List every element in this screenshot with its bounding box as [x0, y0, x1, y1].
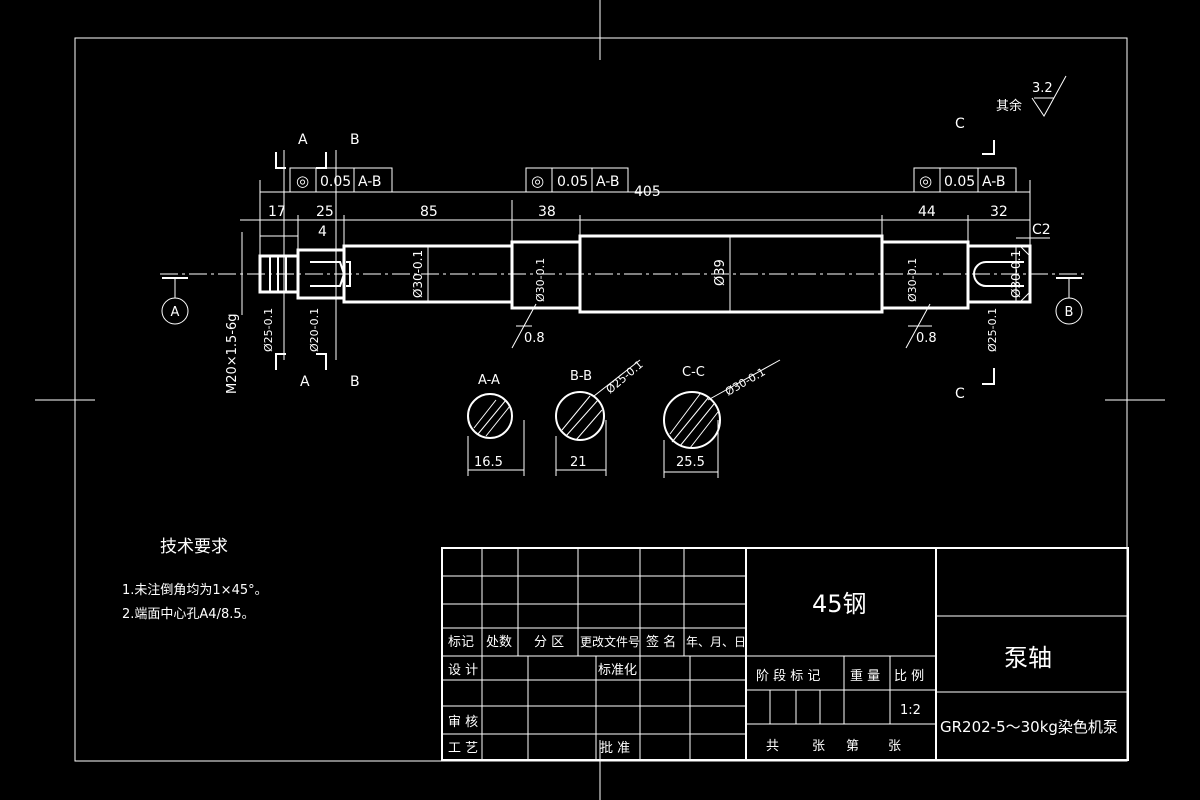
tb-standard: 标准化	[598, 663, 637, 678]
tb-part-name: 泵轴	[1004, 644, 1052, 672]
dim-total: 405	[634, 184, 661, 200]
dim-left-a: Ø25-0.1	[262, 308, 275, 352]
dim-dia30-right: Ø30-0.1	[1009, 250, 1023, 298]
tb-total: 共	[766, 739, 779, 754]
marker-a-bottom: A	[300, 374, 310, 390]
tb-design: 设 计	[448, 663, 478, 678]
tb-approve: 批 准	[600, 741, 630, 756]
dimension-texts: 405 17 25 85 38 44 32 4 C2 Ø30-0.1 Ø39 Ø…	[225, 184, 1051, 394]
section-a-title: A-A	[478, 373, 500, 388]
dim-85: 85	[420, 204, 438, 220]
roughness-right-value: 0.8	[916, 331, 937, 346]
tol-3-datum: A-B	[982, 174, 1005, 190]
tol-3-value: 0.05	[944, 174, 975, 190]
tb-stage: 阶 段 标 记	[756, 669, 820, 684]
roughness-right: 0.8	[905, 303, 937, 349]
tol-1-datum: A-B	[358, 174, 381, 190]
tolerance-frame-3: ◎ 0.05 A-B	[913, 167, 1017, 193]
dim-left-b: Ø20-0.1	[308, 308, 321, 352]
marker-b-top: B	[350, 132, 360, 148]
tech-req-item-1: 1.未注倒角均为1×45°。	[122, 583, 268, 598]
tol-2-datum: A-B	[596, 174, 619, 190]
section-markers: A B A B C C	[275, 116, 995, 402]
section-b-width: 21	[570, 455, 587, 470]
tb-process: 工 艺	[448, 741, 478, 756]
dim-25: 25	[316, 204, 334, 220]
dim-44: 44	[918, 204, 936, 220]
tb-sheet2: 张	[888, 739, 901, 754]
dim-right-c: Ø25-0.1	[986, 308, 999, 352]
tol-2-symbol: ◎	[531, 172, 544, 190]
section-c-width: 25.5	[676, 455, 705, 470]
roughness-other-value: 3.2	[1032, 81, 1053, 96]
tech-req-item-2: 2.端面中心孔A4/8.5。	[122, 607, 255, 622]
tb-material: 45钢	[812, 590, 867, 618]
tol-1-symbol: ◎	[296, 172, 309, 190]
tb-no: 第	[846, 739, 859, 754]
dim-32: 32	[990, 204, 1008, 220]
dim-c2: C2	[1032, 222, 1051, 238]
section-c-title: C-C	[682, 365, 705, 380]
section-a-a: A-A 16.5	[467, 373, 525, 476]
dim-dia30-left: Ø30-0.1	[411, 250, 425, 298]
tol-3-symbol: ◎	[919, 172, 932, 190]
dim-seat-right: Ø30-0.1	[906, 258, 919, 302]
section-a-width: 16.5	[474, 455, 503, 470]
tech-req-title: 技术要求	[160, 537, 228, 557]
tb-weight: 重 量	[850, 668, 880, 684]
tb-sheet: 张	[812, 739, 825, 754]
section-b-dia: Ø25-0.1	[604, 358, 646, 396]
marker-c-bottom: C	[955, 386, 965, 402]
section-c-c: C-C 25.5 Ø30-0.1	[663, 359, 781, 478]
roughness-left: 0.8	[511, 303, 545, 349]
title-block: 标记 处数 分 区 更改文件号 签 名 年、月、日 设 计 标准化 审 核 工 …	[441, 547, 1129, 761]
marker-c-top: C	[955, 116, 965, 132]
tb-mark: 标记	[448, 635, 474, 650]
datum-b-label: B	[1065, 305, 1074, 320]
section-b-title: B-B	[570, 369, 592, 384]
datum-a: A	[161, 277, 189, 325]
dim-38: 38	[538, 204, 556, 220]
tb-check: 审 核	[448, 715, 478, 730]
tb-count: 处数	[486, 635, 512, 650]
roughness-left-value: 0.8	[524, 331, 545, 346]
tb-ratio: 比 例	[894, 669, 924, 684]
roughness-other-label: 其余	[996, 98, 1022, 114]
section-b-b: B-B 21 Ø25-0.1	[555, 358, 646, 476]
marker-a-top: A	[298, 132, 308, 148]
marker-b-bottom: B	[350, 374, 360, 390]
section-c-dia: Ø30-0.1	[723, 365, 768, 398]
tb-date: 年、月、日	[686, 635, 746, 649]
tb-drawing-no: GR202-5～30kg染色机泵	[940, 718, 1118, 736]
tb-sign: 签 名	[646, 634, 676, 650]
datum-b: B	[1055, 277, 1083, 325]
tb-zone: 分 区	[534, 635, 564, 650]
datum-a-label: A	[171, 305, 180, 320]
dim-thread: M20×1.5-6g	[225, 313, 240, 394]
tolerance-frame-2: ◎ 0.05 A-B	[525, 167, 629, 193]
roughness-other: 其余 3.2	[996, 75, 1067, 117]
tb-scale: 1:2	[900, 703, 921, 718]
tol-2-value: 0.05	[557, 174, 588, 190]
tol-1-value: 0.05	[320, 174, 351, 190]
dim-17: 17	[268, 204, 286, 220]
tolerance-frame-1: ◎ 0.05 A-B	[289, 167, 393, 193]
dim-dia39: Ø39	[713, 259, 728, 286]
technical-requirements: 技术要求 1.未注倒角均为1×45°。 2.端面中心孔A4/8.5。	[122, 537, 268, 622]
dim-seat-left: Ø30-0.1	[534, 258, 547, 302]
tb-doc-no: 更改文件号	[580, 634, 640, 649]
dim-4: 4	[318, 224, 327, 240]
